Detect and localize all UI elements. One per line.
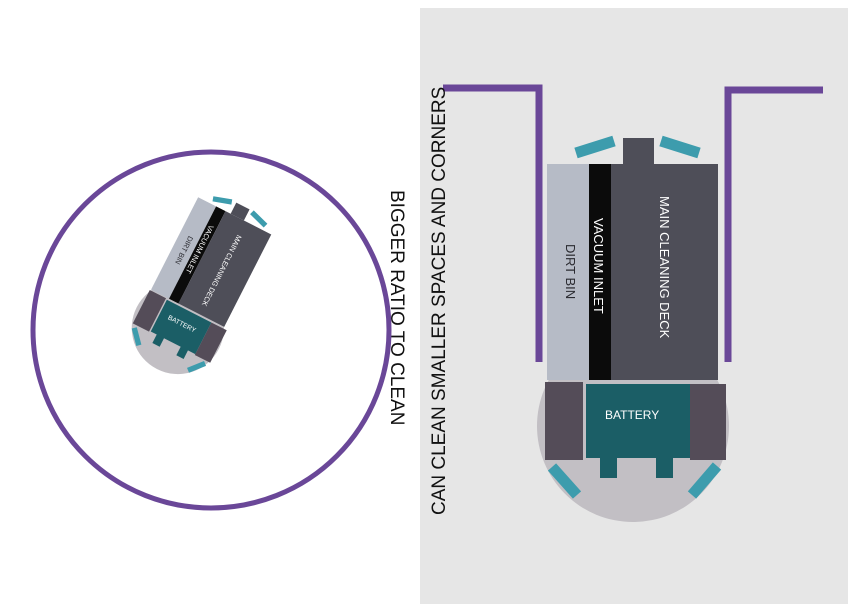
main-cleaning-deck: [611, 164, 718, 380]
right-corner-wall: [724, 86, 823, 362]
round-room-scenario: DIRT BIN VACUUM INLET MAIN CLEANING DECK…: [30, 149, 392, 511]
front-right-brush: [659, 135, 701, 159]
dirt-bin: [547, 164, 589, 380]
rear-right-brush: [687, 462, 722, 499]
vacuum-inlet-label: VACUUM INLET: [591, 218, 606, 314]
right-wheel: [194, 322, 227, 363]
vacuum-inlet: [589, 164, 611, 380]
circular-boundary: [30, 149, 392, 511]
dirt-bin: [151, 197, 217, 299]
vacuum-inlet: [169, 206, 226, 304]
robot-square-front: DIRT BIN VACUUM INLET MAIN CLEANING DECK…: [537, 135, 729, 522]
corner-scenario: DIRT BIN VACUUM INLET MAIN CLEANING DECK…: [420, 8, 848, 604]
rear-right-brush: [187, 360, 207, 373]
front-right-brush: [250, 210, 268, 228]
main-cleaning-deck: [178, 211, 272, 327]
rear-left-brush: [131, 327, 142, 346]
left-wheel: [132, 290, 167, 332]
left-caption: BIGGER RATIO TO CLEAN: [386, 190, 407, 425]
front-left-brush: [212, 196, 233, 205]
battery-label: BATTERY: [605, 408, 659, 422]
right-wheel: [690, 384, 726, 460]
front-sensor: [230, 202, 250, 221]
rear-left-brush: [547, 463, 582, 499]
battery: [150, 299, 212, 359]
left-corner-wall: [443, 84, 543, 362]
right-caption: CAN CLEAN SMALLER SPACES AND CORNERS: [429, 87, 450, 515]
left-wheel: [545, 382, 583, 460]
battery: [586, 384, 690, 478]
front-sensor: [623, 138, 654, 164]
dirt-bin-label: DIRT BIN: [563, 244, 578, 299]
robot-rotated: DIRT BIN VACUUM INLET MAIN CLEANING DECK…: [131, 196, 272, 375]
main-cleaning-deck-label: MAIN CLEANING DECK: [657, 196, 672, 339]
front-left-brush: [574, 135, 616, 159]
